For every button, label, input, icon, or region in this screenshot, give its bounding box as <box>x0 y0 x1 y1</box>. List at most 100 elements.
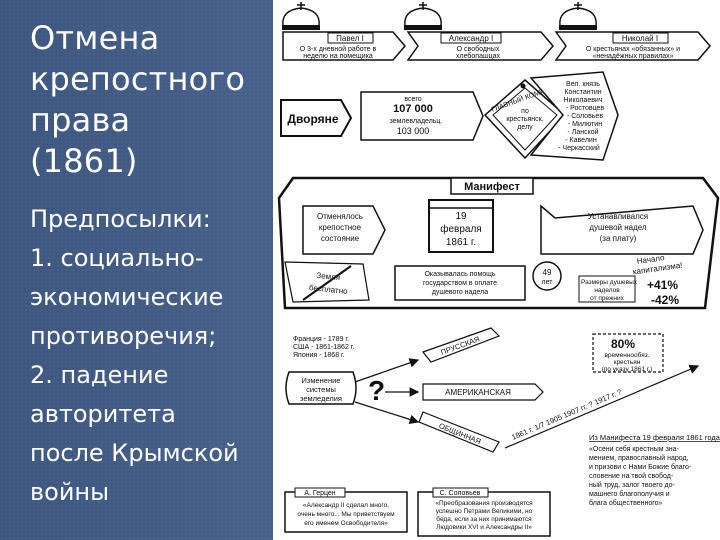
manifesto-quote-line: словение на твой свобод- <box>589 472 674 480</box>
herzen-name: А. Герцен <box>304 490 335 497</box>
manifest-date-month: февраля <box>440 223 481 235</box>
title-line: (1861) <box>30 142 138 180</box>
herzen-line: «Александр II сделал много, <box>303 502 389 509</box>
land-free-line-1: Земля <box>316 271 341 282</box>
pct-text-2: крестьян <box>614 359 641 366</box>
nicholas-text-2: «ненадёжных правилах» <box>593 53 674 60</box>
abolition-line-3: состояние <box>321 234 360 243</box>
body-line: войны <box>30 478 110 506</box>
alexander-decree-box: Александр I О свободных хлебопашцах <box>406 31 554 61</box>
land-free-crossed-out: Земля бесплатно <box>284 261 370 303</box>
herzen-line: его именем Освободителя» <box>304 519 388 527</box>
prussian-path-arrow: ПРУССКАЯ <box>422 327 501 363</box>
state-help-line-3: душевого надела <box>432 289 488 296</box>
country-line: США - 1861-1862 г. <box>293 344 354 351</box>
country-line: Франция - 1789 г. <box>293 336 349 343</box>
manifest-abolition-arrow: Отменялось крепостное состояние <box>302 205 386 255</box>
pct-text-3: (по указу 1861 г.) <box>602 366 653 373</box>
question-mark: ? <box>368 375 385 406</box>
committee-member: Николаевич <box>564 97 603 104</box>
committee-member: - Кавелин <box>565 137 597 144</box>
committee-member: Вел. князь <box>566 81 600 88</box>
calendar-icon: 19 февраля 1861 г. <box>428 199 494 253</box>
nobles-landowners: 103 000 <box>397 126 430 136</box>
allotment-line-1: Устанавливался <box>588 212 648 221</box>
sizes-line-2: наделов <box>594 287 620 294</box>
manifesto-quote-heading: Из Манифеста 19 февраля 1861 года <box>589 433 720 442</box>
countries-list: Франция - 1789 г. США - 1861-1862 г. Япо… <box>293 336 354 359</box>
solovyov-line: успешно Петрами Великими, но <box>436 508 533 515</box>
manifest-title: Манифест <box>464 181 520 193</box>
allotment-line-2: душевой надел <box>589 223 647 232</box>
title-line: крепостного <box>30 60 246 98</box>
nicholas-decree-box: Николай I О крестьянах «обязанных» и «не… <box>554 31 711 61</box>
paul-text-2: неделю на помещика <box>303 53 373 60</box>
allotment-line-3: (за плату) <box>600 234 637 243</box>
slide-title: Отмена крепостного права (1861) <box>30 18 265 182</box>
body-line: противоречия; <box>30 322 217 350</box>
manifesto-quote-line: блага общественного» <box>589 499 663 507</box>
state-help-box: Оказывалась помощь государством в оплате… <box>394 265 526 301</box>
nobles-landowners-word: землевладельц. <box>390 118 443 125</box>
paul-name: Павел I <box>336 34 364 43</box>
alexander-text-1: О свободных <box>457 45 500 53</box>
manifesto-quote-line: «Осени себя крестным зна- <box>589 445 680 453</box>
body-line: 2. падение <box>30 361 169 389</box>
allotment-size-box: Размеры душевых наделов от прежних +41% … <box>578 275 679 307</box>
american-path-arrow: АМЕРИКАНСКАЯ <box>422 383 544 401</box>
state-help-line-2: государством в оплате <box>423 280 497 287</box>
paul-decree-box: Павел I О 3-х дневной работе в неделю на… <box>282 31 406 61</box>
body-line: авторитета <box>30 400 176 428</box>
manifesto-quote-line: и призови с Нами Божие благо- <box>589 463 692 471</box>
committee-member: - Черкасский <box>558 144 600 152</box>
manifesto-quote-line: ный труд, залог твоего до- <box>589 481 676 489</box>
manifesto-quote-line: машнего благополучия и <box>589 490 670 498</box>
country-line: Япония - 1868 г. <box>293 352 345 359</box>
nobles-total: 107 000 <box>393 103 433 115</box>
body-line: 1. социально- <box>30 244 204 272</box>
abolition-line-2: крепостное <box>319 223 362 232</box>
crown-icon <box>282 2 320 30</box>
committee-member: - Соловьев <box>567 113 603 120</box>
pct-text-1: временнообяз. <box>604 351 649 359</box>
committee-member: - Ростовцев <box>566 105 605 112</box>
american-path-label: АМЕРИКАНСКАЯ <box>445 388 511 397</box>
nobles-box: Дворяне <box>280 99 353 137</box>
committee-center-3: делу <box>517 124 533 131</box>
committee-member: - Ланской <box>567 128 598 136</box>
nobles-label: Дворяне <box>287 112 339 126</box>
crown-icon <box>559 2 597 30</box>
solovyov-line: беда, если за них принимаются <box>436 515 532 523</box>
body-line: экономические <box>30 283 224 311</box>
years-number: 49 <box>543 268 552 277</box>
solovyov-name: С. Соловьев <box>440 490 481 497</box>
nicholas-name: Николай I <box>622 34 658 43</box>
solovyov-line: Людовики XVI и Александры II» <box>436 524 532 531</box>
temporary-obligated-box: 80% временнообяз. крестьян (по указу 186… <box>592 333 664 373</box>
text-panel: Отмена крепостного права (1861) Предпосы… <box>30 18 265 512</box>
committee-members-box: Вел. князь Константин Николаевич - Росто… <box>529 71 619 161</box>
state-help-line-1: Оказывалась помощь <box>424 271 495 278</box>
nobles-total-word: всего <box>404 96 421 103</box>
herzen-quote-box: А. Герцен «Александр II сделал много, оч… <box>284 487 408 533</box>
alexander-name: Александр I <box>449 34 493 43</box>
sizes-line-1: Размеры душевых <box>581 279 638 286</box>
manifest-allotment-arrow: Устанавливался душевой надел (за плату) <box>540 204 704 255</box>
scheme-drawing: Павел I О 3-х дневной работе в неделю на… <box>277 2 720 537</box>
solovyov-quote-box: С. Соловьев «Преобразования производятся… <box>417 487 551 537</box>
sizes-plus: +41% <box>647 278 678 292</box>
crown-icon <box>404 2 442 30</box>
communal-path-arrow: ОБЩИННАЯ <box>418 411 500 453</box>
manifesto-quote: Из Манифеста 19 февраля 1861 года «Осени… <box>589 433 720 507</box>
years-word: лет <box>542 279 554 286</box>
alexander-text-2: хлебопашцах <box>456 52 501 60</box>
change-line-1: Изменение <box>302 376 341 385</box>
land-system-change-box: Изменение системы земледелия <box>285 371 357 405</box>
abolition-line-1: Отменялось <box>317 212 363 221</box>
manifest-date-day: 19 <box>455 211 467 222</box>
body-line: Предпосылки: <box>30 205 211 233</box>
sizes-line-3: от прежних <box>590 295 625 302</box>
herzen-line: очень много... Мы приветствуем <box>297 511 395 518</box>
slide-body: Предпосылки: 1. социально- экономические… <box>30 200 265 512</box>
